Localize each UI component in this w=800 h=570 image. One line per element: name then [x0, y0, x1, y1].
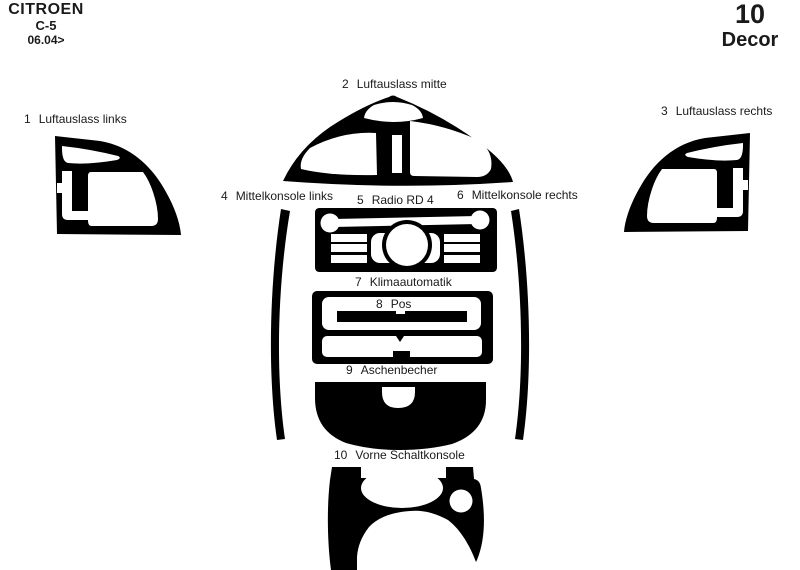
part-name-text: Luftauslass links [38, 112, 127, 126]
brand-name: CITROEN [8, 1, 84, 18]
part-name-text: Radio RD 4 [371, 193, 434, 207]
part-name-text: Luftauslass rechts [675, 104, 773, 118]
part-6-mittelkonsole-rechts-shape [511, 209, 530, 440]
part-7-klimaautomatik-shape [312, 291, 493, 364]
part-4-mittelkonsole-links-shape [270, 209, 290, 440]
kit-header: 10 Decor [704, 0, 796, 51]
vehicle-header: CITROEN C-5 06.04> [2, 1, 90, 47]
part-5-radio-rd4-shape [315, 208, 497, 272]
part-label-1: 1 Luftauslass links [24, 113, 127, 125]
part-name-text: Luftauslass mitte [356, 77, 447, 91]
part-name-text: Mittelkonsole links [235, 189, 334, 203]
part-number: 6 [457, 188, 464, 202]
part-number: 8 [376, 297, 383, 311]
part-number: 9 [346, 363, 353, 377]
part-name-text: Vorne Schaltkonsole [355, 448, 465, 462]
part-8-pos-bar [337, 311, 467, 322]
part-name-text: Pos [390, 297, 412, 311]
piece-count: 10 [734, 0, 766, 29]
part-3-luftauslass-rechts-shape [624, 133, 750, 232]
part-label-6: 6 Mittelkonsole rechts [457, 189, 578, 201]
part-label-3: 3 Luftauslass rechts [661, 105, 772, 117]
part-label-8: 8 Pos [376, 298, 411, 310]
kit-label: Decor [721, 29, 779, 51]
part-label-9: 9 Aschenbecher [346, 364, 437, 376]
part-number: 7 [355, 275, 362, 289]
part-name-text: Klimaautomatik [369, 275, 452, 289]
part-9-aschenbecher-shape [315, 382, 486, 450]
part-number: 2 [342, 77, 349, 91]
part-10-vorne-schaltkonsole-shape [327, 467, 484, 570]
part-name-text: Mittelkonsole rechts [471, 188, 578, 202]
part-number: 1 [24, 112, 31, 126]
part-number: 10 [334, 448, 348, 462]
part-label-7: 7 Klimaautomatik [355, 276, 452, 288]
part-label-5: 5 Radio RD 4 [357, 194, 434, 206]
part-2-luftauslass-mitte-shape [283, 95, 513, 186]
part-1-luftauslass-links-shape [55, 136, 181, 235]
part-number: 4 [221, 189, 228, 203]
model-name: C-5 [35, 18, 57, 33]
part-number: 5 [357, 193, 364, 207]
part-name-text: Aschenbecher [360, 363, 438, 377]
part-label-2: 2 Luftauslass mitte [342, 78, 447, 90]
part-label-10: 10 Vorne Schaltkonsole [334, 449, 465, 461]
model-year-range: 06.04> [27, 33, 65, 47]
part-label-4: 4 Mittelkonsole links [221, 190, 333, 202]
part-number: 3 [661, 104, 668, 118]
